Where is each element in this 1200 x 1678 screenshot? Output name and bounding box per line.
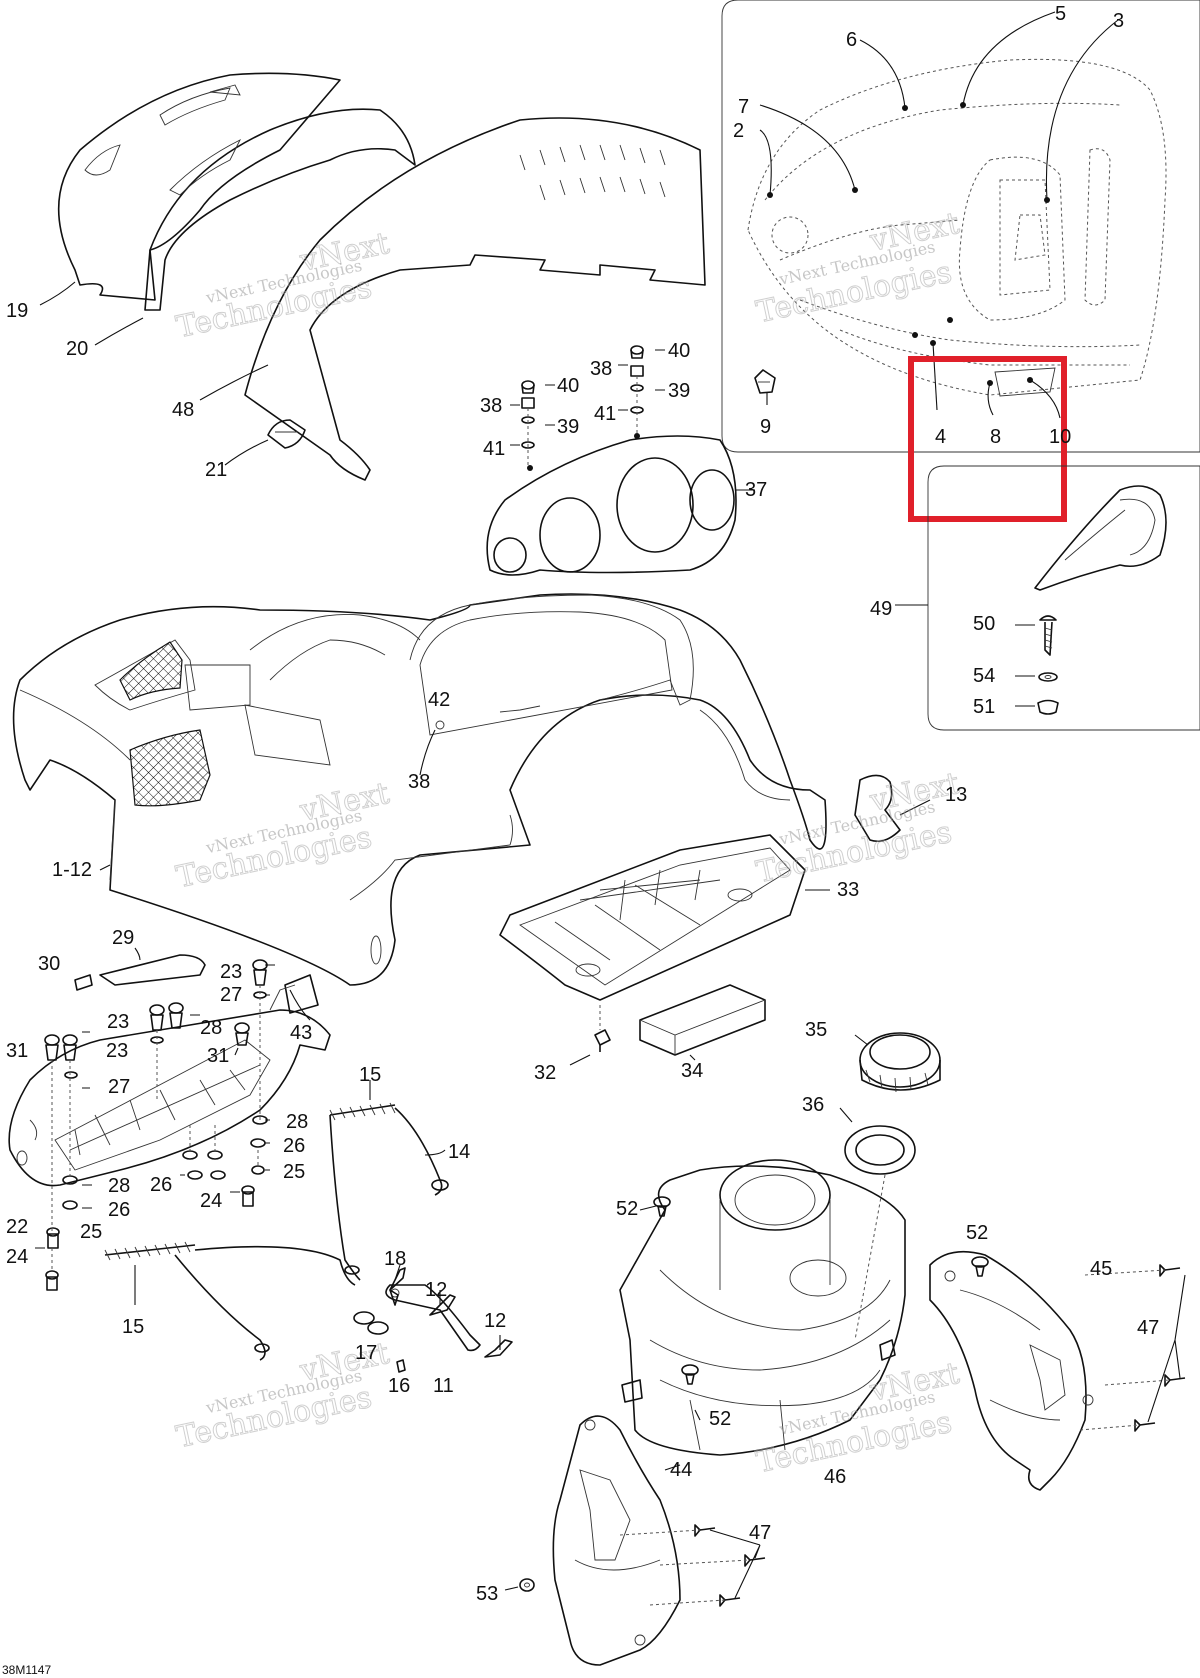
callout-label: 49 [870, 598, 892, 620]
callout-label: 46 [824, 1466, 846, 1488]
callout-label: 28 [108, 1175, 130, 1197]
spring-cable [104, 1080, 449, 1361]
callout-label: 38 [590, 358, 612, 380]
callout-label: 8 [990, 426, 1001, 448]
callout-label: 31 [207, 1045, 229, 1067]
callout-label: 40 [668, 340, 690, 362]
callout-label: 42 [428, 689, 450, 711]
callout-label: 34 [681, 1060, 703, 1082]
callout-label: 10 [1049, 426, 1071, 448]
callout-label: 50 [973, 613, 995, 635]
callout-label: 54 [973, 665, 995, 687]
callout-label: 15 [122, 1316, 144, 1338]
lower-left-assembly [8, 947, 331, 1291]
gauge-bezel [486, 345, 755, 576]
callout-label: 20 [66, 338, 88, 360]
callout-label: 37 [745, 479, 767, 501]
callout-label: 3 [1113, 10, 1124, 32]
callout-label: 9 [760, 416, 771, 438]
callout-label: 24 [6, 1246, 28, 1268]
callout-label: 31 [6, 1040, 28, 1062]
callout-label: 13 [945, 784, 967, 806]
lever-assembly [353, 1264, 513, 1373]
callout-label: 25 [283, 1161, 305, 1183]
callout-label: 27 [220, 984, 242, 1006]
callout-label: 12 [425, 1279, 447, 1301]
callout-label: 41 [483, 438, 505, 460]
callout-label: 39 [557, 416, 579, 438]
callout-label: 6 [846, 29, 857, 51]
callout-label: 23 [106, 1040, 128, 1062]
callout-label: 27 [108, 1076, 130, 1098]
lower-consoles [504, 1159, 1186, 1666]
callout-label: 39 [668, 380, 690, 402]
callout-label: 24 [200, 1190, 222, 1212]
callout-label: 1-12 [52, 859, 92, 881]
mirror-inset-panel [895, 465, 1200, 731]
callout-label: 19 [6, 300, 28, 322]
callout-label: 36 [802, 1094, 824, 1116]
callout-label: 28 [200, 1017, 222, 1039]
callout-label: 23 [220, 961, 242, 983]
callout-label: 21 [205, 459, 227, 481]
watermarks: vNext Technologies vNext Technologies vN… [173, 205, 963, 1480]
callout-label: 15 [359, 1064, 381, 1086]
callout-label: 51 [973, 696, 995, 718]
callout-label: 43 [290, 1022, 312, 1044]
callout-label: 53 [476, 1583, 498, 1605]
callout-label: 35 [805, 1019, 827, 1041]
callout-label: 47 [749, 1522, 771, 1544]
callout-label: 25 [80, 1221, 102, 1243]
callout-label: 26 [108, 1199, 130, 1221]
main-console [12, 593, 931, 986]
callout-label: 26 [150, 1174, 172, 1196]
callout-label: 33 [837, 879, 859, 901]
callout-label: 22 [6, 1216, 28, 1238]
callout-label: 44 [670, 1459, 692, 1481]
callout-label: 18 [384, 1248, 406, 1270]
callout-label: 11 [433, 1375, 454, 1397]
callout-label: 23 [107, 1011, 129, 1033]
storage-tray [499, 834, 830, 1066]
callout-label: 41 [594, 403, 616, 425]
drawing-code: 38M1147 [2, 1663, 51, 1677]
filler-cap [839, 1032, 941, 1341]
callout-label: 5 [1055, 3, 1066, 25]
callout-label: 52 [616, 1198, 638, 1220]
callout-label: 26 [283, 1135, 305, 1157]
callout-label: 38 [480, 395, 502, 417]
callout-label: 48 [172, 399, 194, 421]
callout-label: 45 [1090, 1258, 1112, 1280]
highlight-box [908, 356, 1067, 522]
callout-label: 16 [388, 1375, 410, 1397]
callout-labels: 5 3 6 7 2 9 4 8 10 19 20 48 21 40 38 39 … [2, 3, 1159, 1677]
callout-label: 47 [1137, 1317, 1159, 1339]
callout-label: 38 [408, 771, 430, 793]
callout-label: 14 [448, 1141, 470, 1163]
callout-label: 2 [733, 120, 744, 142]
callout-label: 29 [112, 927, 134, 949]
callout-label: 28 [286, 1111, 308, 1133]
callout-label: 7 [738, 96, 749, 118]
decal-inset-panel [721, 0, 1200, 453]
callout-label: 40 [557, 375, 579, 397]
callout-label: 12 [484, 1310, 506, 1332]
callout-label: 17 [355, 1342, 377, 1364]
callout-label: 30 [38, 953, 60, 975]
callout-label: 52 [966, 1222, 988, 1244]
callout-label: 4 [935, 426, 946, 448]
hood-panels [39, 72, 706, 481]
callout-label: 52 [709, 1408, 731, 1430]
callout-label: 32 [534, 1062, 556, 1084]
